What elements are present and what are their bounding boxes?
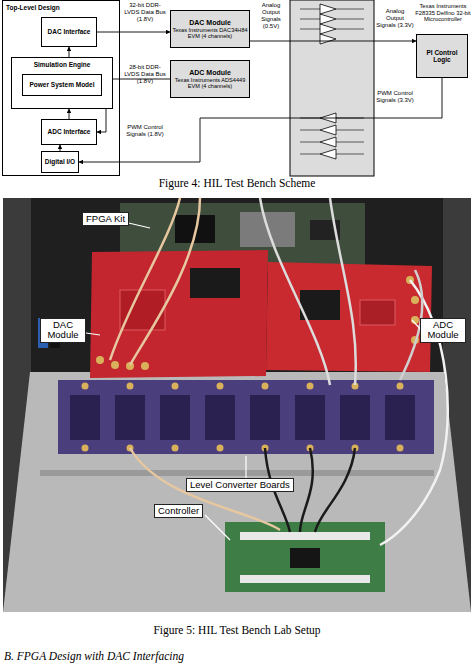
signal-arrow (250, 41, 416, 42)
node-title: ADC Module (189, 69, 231, 77)
sma-connectors (96, 276, 419, 370)
adc-board (266, 262, 432, 372)
photo-callout: DAC Module (40, 318, 86, 343)
board-components (70, 395, 415, 440)
shelf-slot (40, 470, 434, 476)
node-text: Texas Instruments DAC34H84 EVM (4 channe… (172, 27, 248, 40)
lab-photo (3, 198, 471, 612)
node-title: Simulation Engine (34, 59, 91, 68)
node-title: Power System Model (29, 81, 94, 88)
signal-label: 32-bit DDR-LVDS Data Bus (1.8V) (122, 2, 168, 23)
node-title: ADC Interface (48, 128, 91, 135)
signal-arrow (69, 47, 70, 57)
chip (190, 268, 240, 298)
signal-arrow (69, 109, 70, 119)
converter-box (290, 0, 374, 176)
connectors (60, 32, 442, 162)
group-box: Top-Level DesignDAC InterfaceSimulation … (2, 0, 120, 176)
node-title: Texas Instruments F28335 Delfino 32-bit … (411, 3, 474, 23)
level-converter (290, 0, 374, 176)
rack-shelf (3, 372, 471, 612)
photo-background (3, 198, 471, 612)
photo-callout: ADC Module (420, 318, 466, 343)
photo-callout: FPGA Kit (82, 212, 129, 226)
cables (110, 198, 448, 545)
controller-board (225, 522, 385, 592)
module-box: ADC ModuleTexas Instruments ADS4449 EVM … (170, 60, 250, 98)
chip (290, 548, 320, 568)
signal-label: PWM Control Signals (3.3V) (376, 90, 414, 104)
node-title: Top-Level Design (4, 2, 60, 11)
figure-caption: Figure 4: HIL Test Bench Scheme (0, 177, 474, 189)
signal-arrow (79, 78, 442, 162)
board-marking (120, 290, 165, 330)
signal-label: PWM Control Signals (1.8V) (122, 124, 168, 138)
figure-caption: Figure 5: HIL Test Bench Lab Setup (0, 624, 474, 636)
photo-callout: Controller (154, 504, 203, 518)
node-title: Digital I/O (45, 158, 75, 165)
board-marking (360, 300, 395, 325)
pin-header (240, 532, 370, 540)
leader-lines (86, 221, 424, 540)
node-title: DAC Interface (48, 28, 91, 35)
level-converter-boards (58, 380, 434, 454)
process-box: Digital I/O (41, 151, 79, 173)
signal-label: Analog Output Signals (0.5V) (253, 2, 289, 30)
buffer-symbol (320, 4, 336, 44)
node-text: Texas Instruments ADS4449 EVM (4 channel… (172, 77, 248, 90)
process-box: ADC Interface (41, 119, 97, 145)
buffer-symbol (320, 113, 336, 159)
group-box: Simulation EnginePower System Model (11, 57, 113, 109)
photo-callout: Level Converter Boards (186, 478, 294, 492)
sma-connectors (82, 383, 404, 452)
signal-label: Analog Output Signals (3.3V) (376, 8, 414, 29)
signal-arrow (97, 32, 170, 33)
process-box: Power System Model (22, 74, 102, 96)
dac-board (90, 250, 268, 378)
pin-header (240, 575, 370, 583)
controller-box: Texas Instruments F28335 Delfino 32-bit … (416, 34, 468, 78)
node-text: PI Control Logic (418, 49, 466, 64)
buffer-wire (300, 9, 364, 154)
node-title: DAC Module (189, 19, 231, 27)
section-heading: B. FPGA Design with DAC Interfacing (4, 650, 184, 662)
signal-label: 28-bit DDR-LVDS Data Bus (1.8V) (122, 64, 168, 85)
module-box: DAC ModuleTexas Instruments DAC34H84 EVM… (170, 10, 250, 48)
process-box: DAC Interface (41, 17, 97, 47)
